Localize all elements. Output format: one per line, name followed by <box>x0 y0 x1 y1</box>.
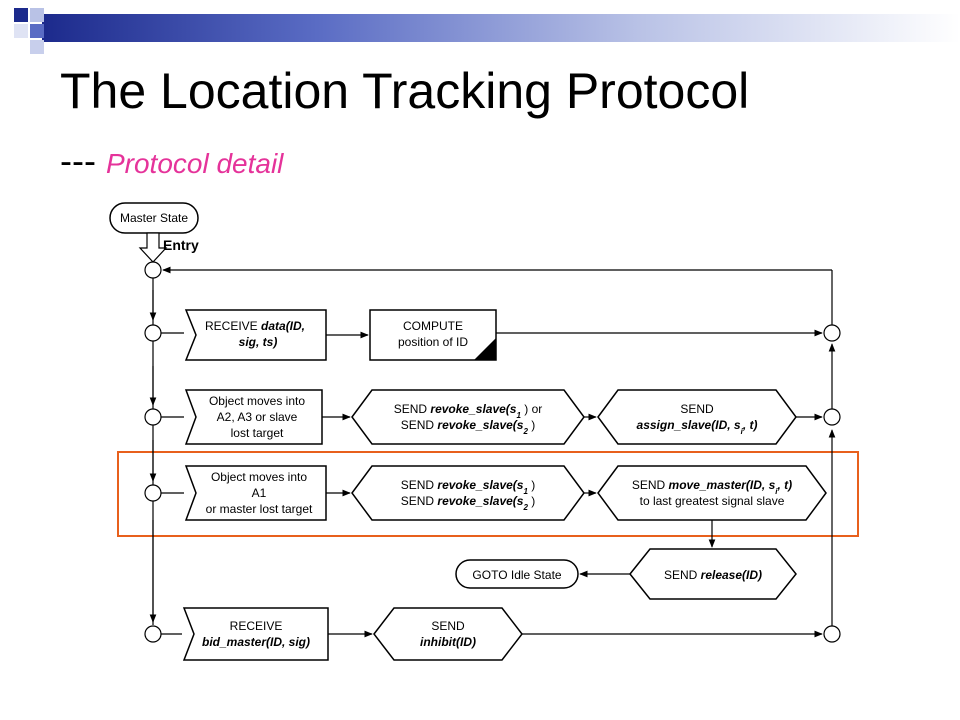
row3-send-move-master-box <box>597 465 827 521</box>
row1-receive-line1: RECEIVE data(ID, <box>205 319 305 333</box>
entry-label: Entry <box>163 237 199 253</box>
goto-idle-state-node <box>455 559 579 589</box>
row1-compute-line1: COMPUTE <box>403 319 463 333</box>
row3-send-b-line2: to last greatest signal slave <box>640 494 785 508</box>
row3-send-a-line2: SEND revoke_slave(s2 ) <box>401 494 536 512</box>
send-release-label: SEND release(ID) <box>664 568 762 582</box>
row4-receive-line2: bid_master(ID, sig) <box>202 635 310 649</box>
left-junction-row2 <box>144 408 162 426</box>
row2-send-revoke-box <box>351 389 585 445</box>
header-gradient-bar <box>42 14 960 42</box>
row2-send-a-line1: SEND revoke_slave(s1 ) or <box>394 402 543 420</box>
left-junction-row1 <box>144 324 162 342</box>
row2-send-assign-box <box>597 389 797 445</box>
row3-event-line3: or master lost target <box>206 502 313 516</box>
row4-send-inhibit-box <box>373 607 523 661</box>
header-square-navy <box>14 8 28 22</box>
row3-event-line1: Object moves into <box>211 470 307 484</box>
row2-send-a-line2: SEND revoke_slave(s2 ) <box>401 418 536 436</box>
left-junction-row4 <box>144 625 162 643</box>
row3-send-revoke-box <box>351 465 585 521</box>
row2-send-b-line1: SEND <box>680 402 714 416</box>
slide-subtitle: --- Protocol detail <box>60 140 283 182</box>
slide-title: The Location Tracking Protocol <box>60 63 750 119</box>
row3-event-line2: A1 <box>252 486 267 500</box>
header-square-blue <box>30 24 44 38</box>
entry-arrow <box>138 232 168 263</box>
row2-event-line3: lost target <box>231 426 284 440</box>
header-square-lavender-2 <box>30 40 44 54</box>
left-junction-row3 <box>144 484 162 502</box>
master-state-label: Master State <box>120 211 188 225</box>
highlight-box <box>117 451 859 537</box>
row3-send-a-line1: SEND revoke_slave(s1 ) <box>401 478 536 496</box>
row4-receive-box <box>182 607 329 661</box>
left-junction-top <box>144 261 162 279</box>
title-dashes: --- <box>60 140 96 181</box>
row1-compute-corner <box>474 338 496 360</box>
header-square-light <box>14 24 28 38</box>
row1-compute-line2: position of ID <box>398 335 468 349</box>
row2-event-line1: Object moves into <box>209 394 305 408</box>
goto-idle-state-label: GOTO Idle State <box>472 568 561 582</box>
row4-send-line1: SEND <box>431 619 465 633</box>
row2-event-box <box>184 389 323 445</box>
header-square-lavender <box>30 8 44 22</box>
row1-receive-line2: sig, ts) <box>239 335 278 349</box>
row1-receive-box <box>184 309 327 361</box>
send-release-box <box>629 548 797 600</box>
row2-send-b-line2: assign_slave(ID, si, t) <box>637 418 758 436</box>
row4-receive-line1: RECEIVE <box>230 619 283 633</box>
row4-send-line2: inhibit(ID) <box>420 635 476 649</box>
row2-event-line2: A2, A3 or slave <box>217 410 298 424</box>
right-junction-row1 <box>823 324 841 342</box>
row3-send-b-line1: SEND move_master(ID, si, t) <box>632 478 792 496</box>
right-junction-row2 <box>823 408 841 426</box>
right-junction-row4 <box>823 625 841 643</box>
row1-compute-box <box>369 309 497 361</box>
subtitle-text: Protocol detail <box>105 148 284 179</box>
row3-event-box <box>184 465 327 521</box>
